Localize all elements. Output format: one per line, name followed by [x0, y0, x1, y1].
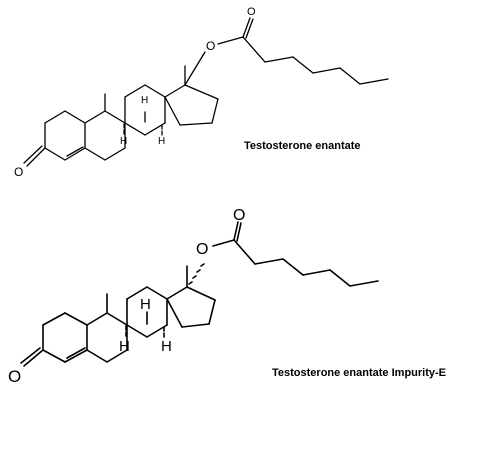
h14-label: H: [158, 136, 165, 147]
h9-label: H: [120, 136, 127, 147]
impurity-e-structure: O O O H H H: [8, 207, 379, 386]
caption-testosterone-enantate: Testosterone enantate: [244, 140, 361, 152]
carbonyl-oxygen-label: O: [247, 6, 256, 18]
ester-side-chain: [217, 17, 389, 85]
h14-label: H: [161, 338, 172, 355]
h9-label: H: [119, 338, 130, 355]
carbonyl-oxygen-label: O: [233, 207, 245, 224]
ketone-oxygen-label: O: [8, 367, 21, 386]
ester-side-chain: [212, 221, 379, 287]
h8-label: H: [140, 296, 151, 313]
ester-oxygen-label: O: [196, 241, 208, 258]
ester-oxygen-label: O: [206, 39, 215, 53]
steroid-skeleton: [23, 51, 219, 167]
h8-label: H: [141, 95, 148, 106]
ketone-oxygen-label: O: [14, 165, 23, 179]
testosterone-enantate-structure: O O O H H H: [14, 6, 389, 179]
steroid-skeleton: [20, 263, 216, 367]
caption-impurity-e: Testosterone enantate Impurity-E: [272, 367, 446, 379]
